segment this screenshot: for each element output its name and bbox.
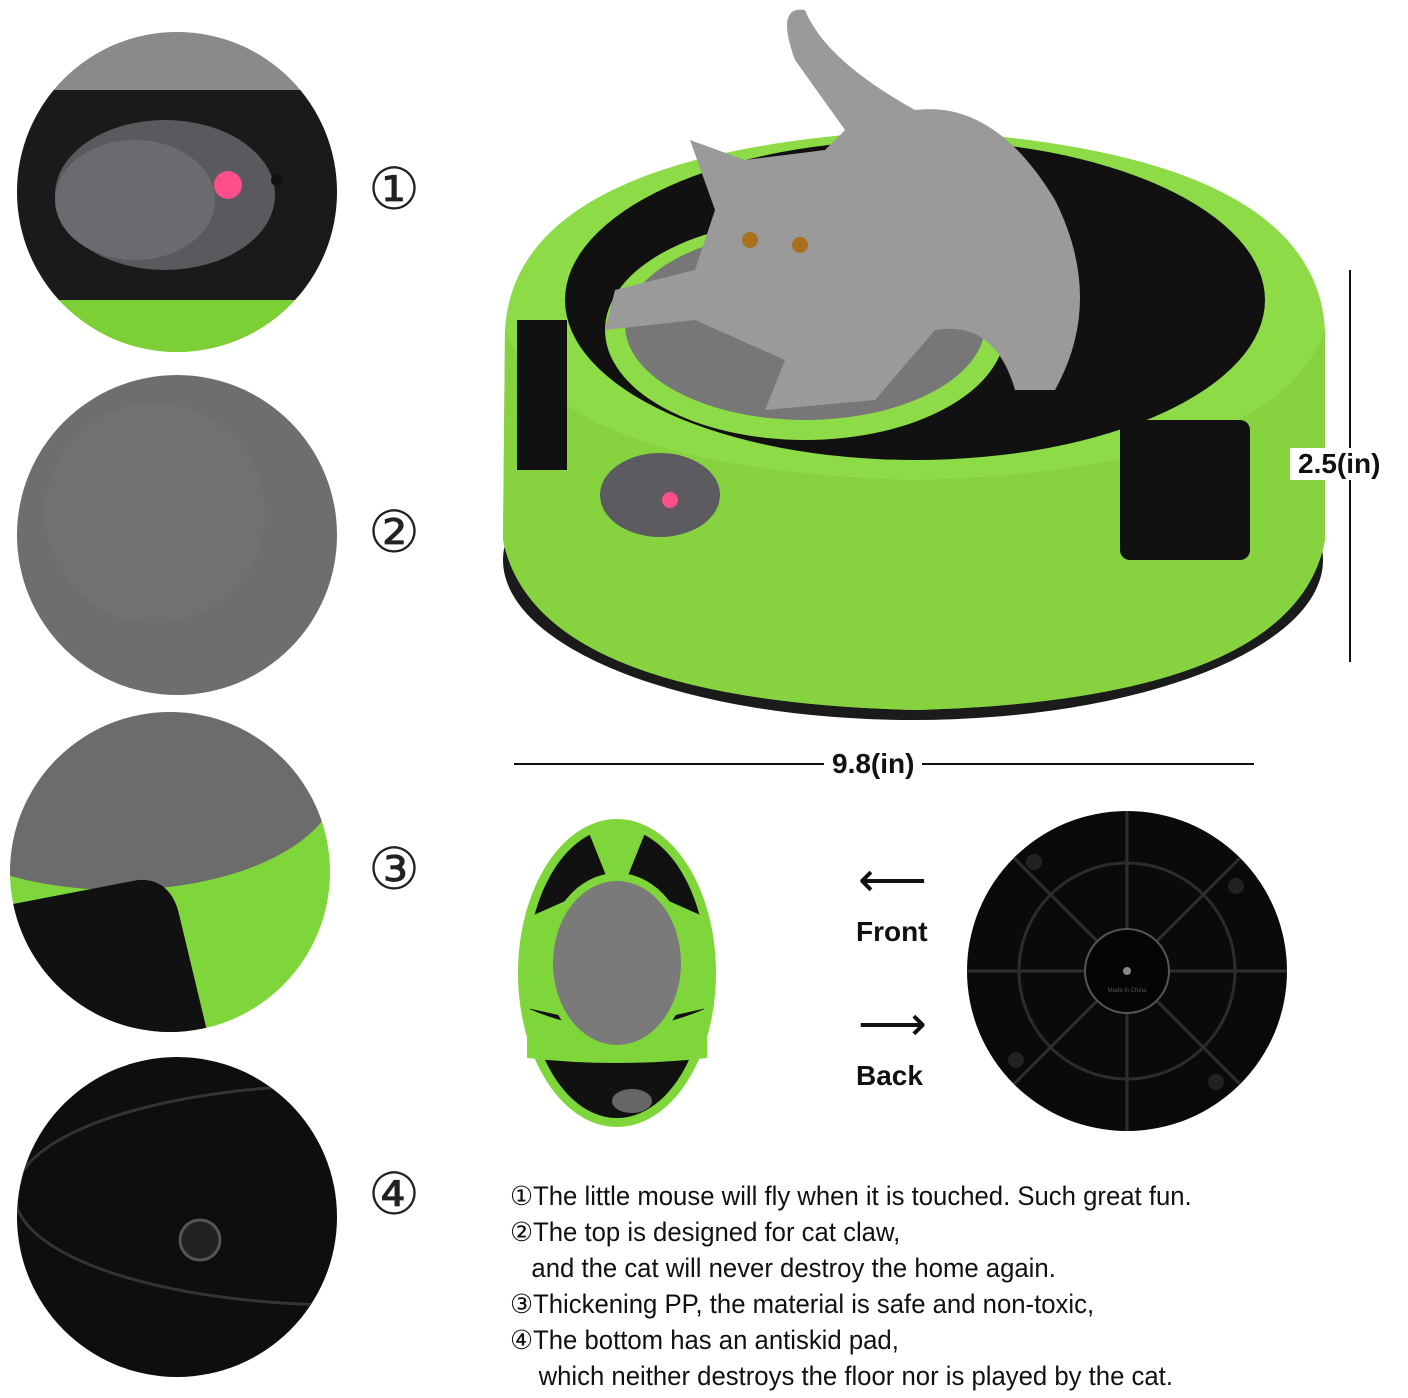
front-label: Front <box>856 916 928 947</box>
product-back-view: Made in China <box>967 811 1287 1131</box>
detail-circle-felt <box>17 375 337 695</box>
back-arrow-icon: ⟶ <box>858 996 927 1052</box>
callout-marker-1: ① <box>368 155 420 223</box>
back-label: Back <box>856 1060 923 1091</box>
product-top-view <box>518 819 716 1127</box>
feature-line: and the cat will never destroy the home … <box>510 1253 1056 1283</box>
callout-marker-3: ③ <box>368 835 420 903</box>
callout-marker-4: ④ <box>368 1160 420 1228</box>
feature-line: ③Thickening PP, the material is safe and… <box>510 1289 1095 1319</box>
detail-circle-antiskid <box>17 1057 337 1377</box>
feature-line: ②The top is designed for cat claw, <box>510 1217 901 1247</box>
front-arrow-icon: ⟵ <box>858 852 927 908</box>
product-main-image <box>503 9 1325 720</box>
feature-line: ④The bottom has an antiskid pad, <box>510 1325 899 1355</box>
feature-line: ①The little mouse will fly when it is to… <box>510 1181 1192 1211</box>
detail-circle-material <box>10 712 330 1032</box>
detail-circle-mouse <box>17 32 337 352</box>
made-in-china-stamp: Made in China <box>1108 988 1147 994</box>
height-dimension-label: 2.5(in) <box>1290 448 1389 480</box>
feature-description: ①The little mouse will fly when it is to… <box>510 1178 1192 1394</box>
feature-line: which neither destroys the floor nor is … <box>510 1361 1173 1391</box>
width-dimension-label: 9.8(in) <box>824 748 923 780</box>
callout-marker-2: ② <box>368 498 420 566</box>
